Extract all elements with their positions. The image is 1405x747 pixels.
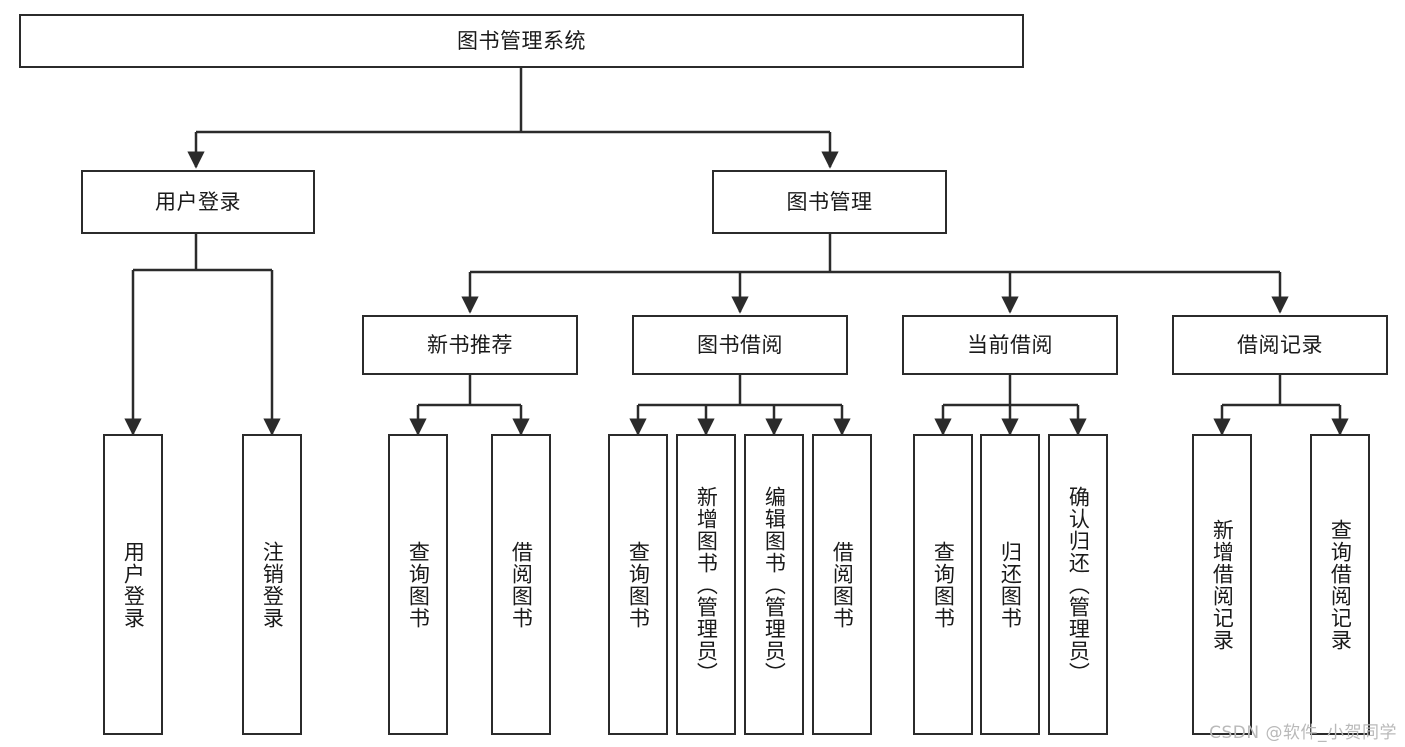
node-user-login[interactable]: 用户登录: [81, 170, 315, 234]
node-leaf-edit-book-label: 编辑图书（管理员）: [762, 485, 787, 684]
node-leaf-borrow-book-2[interactable]: 借阅图书: [812, 434, 872, 735]
node-book-borrow-label: 图书借阅: [697, 332, 783, 357]
node-leaf-query-book-2[interactable]: 查询图书: [608, 434, 668, 735]
node-borrow-record[interactable]: 借阅记录: [1172, 315, 1388, 375]
node-leaf-query-book-1[interactable]: 查询图书: [388, 434, 448, 735]
node-leaf-edit-book[interactable]: 编辑图书（管理员）: [744, 434, 804, 735]
node-new-book-rec[interactable]: 新书推荐: [362, 315, 578, 375]
node-current-borrow[interactable]: 当前借阅: [902, 315, 1118, 375]
node-leaf-query-book-2-label: 查询图书: [626, 540, 651, 629]
node-leaf-borrow-book-1-label: 借阅图书: [509, 540, 534, 629]
node-leaf-logout-label: 注销登录: [260, 540, 285, 629]
node-leaf-query-book-3[interactable]: 查询图书: [913, 434, 973, 735]
node-leaf-query-record[interactable]: 查询借阅记录: [1310, 434, 1370, 735]
node-leaf-user-login[interactable]: 用户登录: [103, 434, 163, 735]
node-book-borrow[interactable]: 图书借阅: [632, 315, 848, 375]
node-leaf-return-book-label: 归还图书: [998, 540, 1023, 629]
node-leaf-query-record-label: 查询借阅记录: [1328, 518, 1353, 651]
node-leaf-add-record[interactable]: 新增借阅记录: [1192, 434, 1252, 735]
node-leaf-return-book[interactable]: 归还图书: [980, 434, 1040, 735]
node-leaf-query-book-3-label: 查询图书: [931, 540, 956, 629]
node-borrow-record-label: 借阅记录: [1237, 332, 1323, 357]
watermark: CSDN @软件_小贺同学: [1209, 723, 1397, 743]
node-book-manage-label: 图书管理: [786, 189, 873, 214]
node-user-login-label: 用户登录: [155, 189, 241, 214]
node-leaf-borrow-book-1[interactable]: 借阅图书: [491, 434, 551, 735]
node-root-label: 图书管理系统: [457, 28, 586, 53]
node-leaf-add-record-label: 新增借阅记录: [1210, 518, 1235, 651]
node-leaf-confirm-return-label: 确认归还（管理员）: [1066, 485, 1091, 684]
node-leaf-confirm-return[interactable]: 确认归还（管理员）: [1048, 434, 1108, 735]
node-root[interactable]: 图书管理系统: [19, 14, 1024, 68]
node-current-borrow-label: 当前借阅: [967, 332, 1053, 357]
node-book-manage[interactable]: 图书管理: [712, 170, 947, 234]
node-leaf-user-login-label: 用户登录: [121, 540, 146, 629]
node-leaf-add-book[interactable]: 新增图书（管理员）: [676, 434, 736, 735]
node-leaf-query-book-1-label: 查询图书: [406, 540, 431, 629]
node-leaf-add-book-label: 新增图书（管理员）: [694, 485, 719, 684]
node-new-book-rec-label: 新书推荐: [427, 332, 513, 357]
node-leaf-logout[interactable]: 注销登录: [242, 434, 302, 735]
node-leaf-borrow-book-2-label: 借阅图书: [830, 540, 855, 629]
